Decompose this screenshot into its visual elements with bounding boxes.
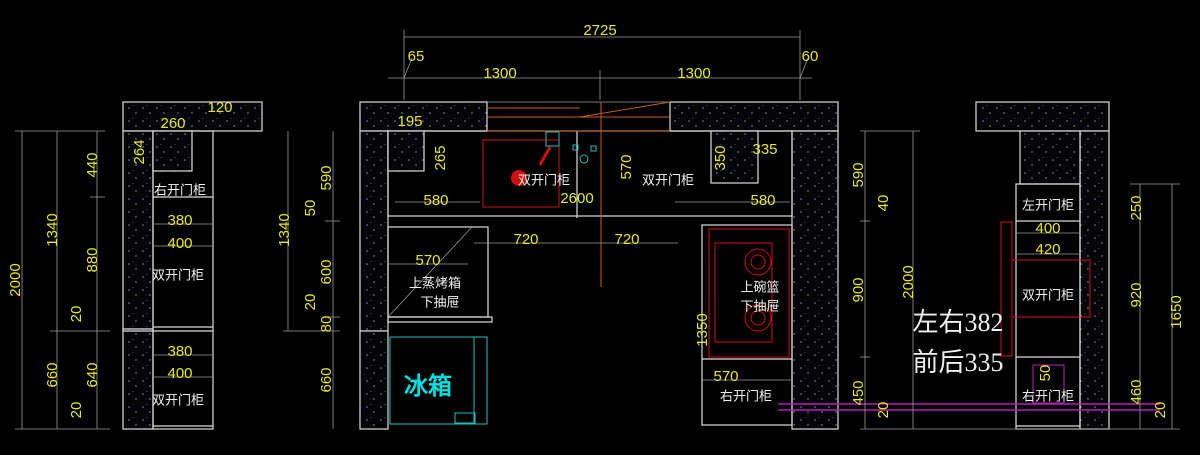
dimension-label: 580	[423, 192, 448, 209]
dimension-label: 580	[750, 192, 775, 209]
burner-icon	[744, 304, 772, 332]
dimension-label: 380	[167, 212, 192, 229]
dimension-label: 250	[1128, 195, 1145, 220]
dimension-label: 1340	[44, 213, 61, 246]
dimension-label: 400	[167, 365, 192, 382]
dimension-label: 1340	[276, 213, 293, 246]
dimension-label: 20	[1152, 402, 1169, 419]
dimension-label: 2000	[7, 263, 24, 296]
cabinet-label: 下抽屉	[420, 296, 459, 311]
dimension-label: 2725	[583, 22, 616, 39]
dimension-label: 20	[68, 402, 85, 419]
dimension-label: 420	[1035, 241, 1060, 258]
dimension-label: 640	[84, 362, 101, 387]
dimension-label: 20	[875, 402, 892, 419]
fridge-label: 冰箱	[404, 372, 452, 400]
dimension-label: 400	[167, 235, 192, 252]
dimension-label: 570	[415, 252, 440, 269]
dimension-label: 264	[131, 139, 148, 164]
cooktop-outline	[708, 228, 790, 358]
cabinet-label: 右开门柜	[154, 184, 206, 199]
cabinet-label: 上蒸烤箱	[409, 276, 461, 292]
dimension-label: 440	[84, 152, 101, 177]
dimension-label: 2000	[900, 265, 917, 298]
dimension-label: 590	[850, 162, 867, 187]
dimension-label: 920	[1128, 282, 1145, 307]
dimension-label: 380	[167, 343, 192, 360]
drawing-labels: 2725 65 60 1300 1300 120 260 264 右开门柜 380 400 双开门柜 3…	[7, 22, 1185, 418]
cabinet-label: 右开门柜	[720, 390, 772, 405]
dimension-label: 600	[318, 259, 335, 284]
faucet-icon	[538, 146, 552, 166]
right-elevation	[778, 101, 1180, 430]
dimension-label: 20	[68, 306, 85, 323]
cabinet-label: 下抽屉	[740, 300, 779, 315]
dimension-label: 1300	[677, 65, 710, 82]
dimension-label: 50	[1037, 365, 1054, 382]
cabinet-label: 双开门柜	[152, 394, 204, 409]
dimension-label: 460	[1128, 379, 1145, 404]
dimension-label: 2600	[560, 190, 593, 207]
cabinet-label: 左开门柜	[1022, 199, 1074, 214]
dimension-label: 20	[302, 294, 319, 311]
cabinet-label: 上碗篮	[740, 280, 779, 296]
dimension-label: 900	[850, 277, 867, 302]
dimension-label: 335	[752, 141, 777, 158]
dimension-label: 40	[875, 195, 892, 212]
dimension-label: 720	[614, 231, 639, 248]
dimension-label: 350	[712, 145, 729, 170]
dimension-label: 450	[850, 380, 867, 405]
dimension-label: 1650	[1168, 295, 1185, 328]
dimension-label: 260	[160, 115, 185, 132]
dimension-label: 880	[84, 247, 101, 272]
dimension-label: 570	[618, 154, 635, 179]
dimension-label: 1300	[483, 65, 516, 82]
left-elevation	[15, 101, 263, 430]
dimension-label: 660	[44, 362, 61, 387]
dimension-label: 660	[318, 367, 335, 392]
cabinet-label: 双开门柜	[642, 174, 694, 189]
cabinet-label: 双开门柜	[152, 269, 204, 284]
sink-outline	[482, 139, 560, 208]
burner-icon	[744, 248, 772, 276]
cabinet-label: 右开门柜	[1022, 390, 1074, 405]
drain-icon	[511, 170, 527, 186]
dimension-label: 265	[432, 145, 449, 170]
dimension-label: 570	[713, 368, 738, 385]
dimension-label: 1350	[694, 313, 711, 346]
dimension-label: 65	[408, 48, 425, 65]
dimension-label: 195	[397, 113, 422, 130]
dimension-label: 50	[302, 200, 319, 217]
cabinet-label: 双开门柜	[518, 174, 570, 189]
note-label: 前后335	[912, 348, 1003, 377]
dimension-label: 120	[207, 99, 232, 116]
dimension-label: 60	[802, 48, 819, 65]
dimension-label: 590	[318, 165, 335, 190]
plan-view	[283, 101, 839, 430]
top-dimension-lines	[388, 30, 812, 100]
dimension-label: 80	[318, 316, 335, 333]
dimension-label: 720	[513, 231, 538, 248]
note-label: 左右382	[912, 308, 1003, 337]
cabinet-label: 双开门柜	[1022, 289, 1074, 304]
dimension-label: 400	[1035, 220, 1060, 237]
